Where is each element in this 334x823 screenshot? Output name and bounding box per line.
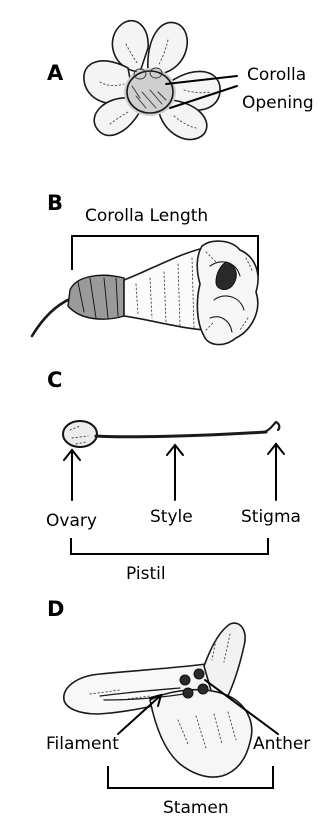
filament-label: Filament — [46, 734, 119, 754]
style-line — [96, 432, 266, 437]
anther-4 — [198, 684, 208, 694]
ovary-label: Ovary — [46, 511, 97, 531]
pistil-label: Pistil — [126, 564, 166, 584]
panel-d: D Filament Anther Stamen — [46, 597, 310, 818]
petal-upper-right — [148, 22, 187, 74]
style-arrow — [167, 445, 183, 500]
corolla-opening-label-line1: Corolla — [247, 65, 306, 85]
stigma-arrow — [268, 444, 284, 500]
stigma-label: Stigma — [241, 507, 301, 527]
style-label: Style — [150, 507, 193, 527]
pistil-bracket — [71, 538, 268, 554]
ovary-arrow — [64, 450, 80, 500]
flower-side-view — [32, 241, 258, 345]
corolla-opening-label-line2: Opening — [242, 93, 314, 113]
pedicel — [32, 298, 72, 336]
anther-1 — [180, 675, 190, 685]
panel-c-letter: C — [47, 368, 62, 392]
panel-c: C Ovary Style Stigma Pistil — [46, 368, 301, 584]
panel-b-letter: B — [47, 191, 63, 215]
panel-d-letter: D — [47, 597, 64, 621]
stamen-label: Stamen — [163, 798, 229, 818]
panel-a: A Corolla Opening — [47, 21, 314, 140]
anther-3 — [183, 688, 193, 698]
panel-b: B Corolla Length — [32, 191, 258, 345]
corolla-throat-shade — [124, 68, 176, 116]
anther-2 — [194, 669, 204, 679]
pistil-drawing — [63, 421, 279, 447]
corolla-length-label: Corolla Length — [85, 206, 208, 226]
calyx — [68, 275, 124, 319]
stigma-tip — [264, 422, 279, 432]
anther-label: Anther — [253, 734, 310, 754]
panel-a-letter: A — [47, 61, 64, 85]
